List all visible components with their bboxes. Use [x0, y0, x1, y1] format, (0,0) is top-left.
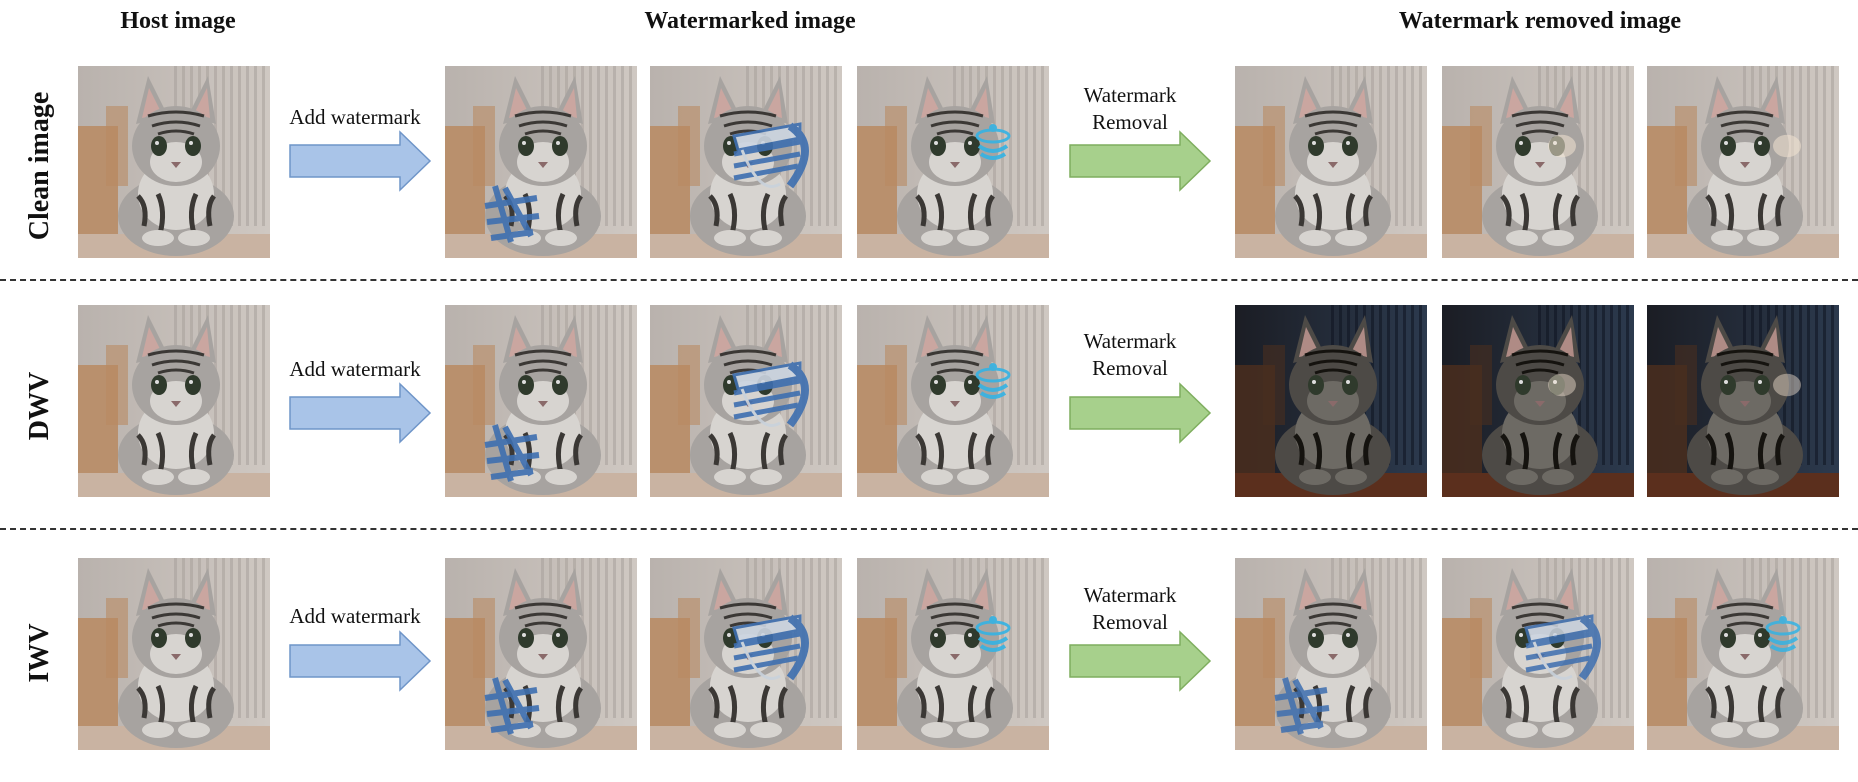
removal-label-row1: Watermark Removal	[1070, 82, 1190, 136]
host-image	[78, 558, 270, 750]
cat-photo	[445, 305, 637, 497]
host-image	[78, 66, 270, 258]
cat-photo	[857, 558, 1049, 750]
watermarked-image	[650, 558, 842, 750]
watermarked-image	[857, 305, 1049, 497]
add-watermark-arrow-row3	[289, 630, 432, 692]
cat-photo	[1442, 305, 1634, 497]
watermark-removed-image	[1442, 66, 1634, 258]
cat-photo	[857, 66, 1049, 258]
add-watermark-label-row2: Add watermark	[289, 357, 421, 381]
cat-photo	[1442, 66, 1634, 258]
cat-photo	[1235, 305, 1427, 497]
add-watermark-label-row3: Add watermark	[289, 604, 421, 628]
watermark-removed-image	[1647, 305, 1839, 497]
row-separator-2	[0, 528, 1858, 530]
watermark-removed-image	[1235, 558, 1427, 750]
row-separator-1	[0, 279, 1858, 281]
removal-label-line2: Removal	[1092, 610, 1168, 634]
cat-photo	[1235, 558, 1427, 750]
watermarked-image	[445, 305, 637, 497]
cat-photo	[650, 66, 842, 258]
cat-photo	[1647, 66, 1839, 258]
watermarked-image	[857, 558, 1049, 750]
cat-photo	[857, 305, 1049, 497]
cat-photo	[1442, 558, 1634, 750]
cat-photo	[78, 305, 270, 497]
removal-arrow-row1	[1069, 130, 1212, 192]
row-label-clean-image: Clean image	[24, 91, 55, 241]
cat-photo	[1647, 305, 1839, 497]
watermark-removed-image	[1647, 66, 1839, 258]
cat-photo	[650, 558, 842, 750]
host-image	[78, 305, 270, 497]
watermarked-image	[445, 66, 637, 258]
header-watermarked-image: Watermarked image	[644, 8, 856, 34]
cat-photo	[78, 558, 270, 750]
cat-photo	[1235, 66, 1427, 258]
add-watermark-arrow-row1	[289, 130, 432, 192]
watermarked-image	[650, 66, 842, 258]
removal-label-line2: Removal	[1092, 110, 1168, 134]
header-host-image: Host image	[120, 8, 236, 34]
cat-photo	[445, 66, 637, 258]
watermark-removed-image	[1647, 558, 1839, 750]
removal-label-line1: Watermark	[1083, 583, 1177, 607]
cat-photo	[445, 558, 637, 750]
removal-arrow-row2	[1069, 382, 1212, 444]
row-label-iwv: IWV	[24, 623, 55, 683]
row-label-dwv: DWV	[24, 371, 55, 441]
removal-label-row3: Watermark Removal	[1070, 582, 1190, 636]
add-watermark-label-row1: Add watermark	[289, 105, 421, 129]
removal-arrow-row3	[1069, 630, 1212, 692]
removal-label-line2: Removal	[1092, 356, 1168, 380]
watermark-removed-image	[1442, 305, 1634, 497]
cat-photo	[1647, 558, 1839, 750]
removal-label-line1: Watermark	[1083, 83, 1177, 107]
header-watermark-removed-image: Watermark removed image	[1398, 8, 1682, 34]
watermark-removed-image	[1235, 66, 1427, 258]
watermark-removed-image	[1442, 558, 1634, 750]
watermarked-image	[650, 305, 842, 497]
cat-photo	[78, 66, 270, 258]
removal-label-line1: Watermark	[1083, 329, 1177, 353]
watermark-removed-image	[1235, 305, 1427, 497]
cat-photo	[650, 305, 842, 497]
watermarked-image	[445, 558, 637, 750]
watermarked-image	[857, 66, 1049, 258]
removal-label-row2: Watermark Removal	[1070, 328, 1190, 382]
add-watermark-arrow-row2	[289, 382, 432, 444]
